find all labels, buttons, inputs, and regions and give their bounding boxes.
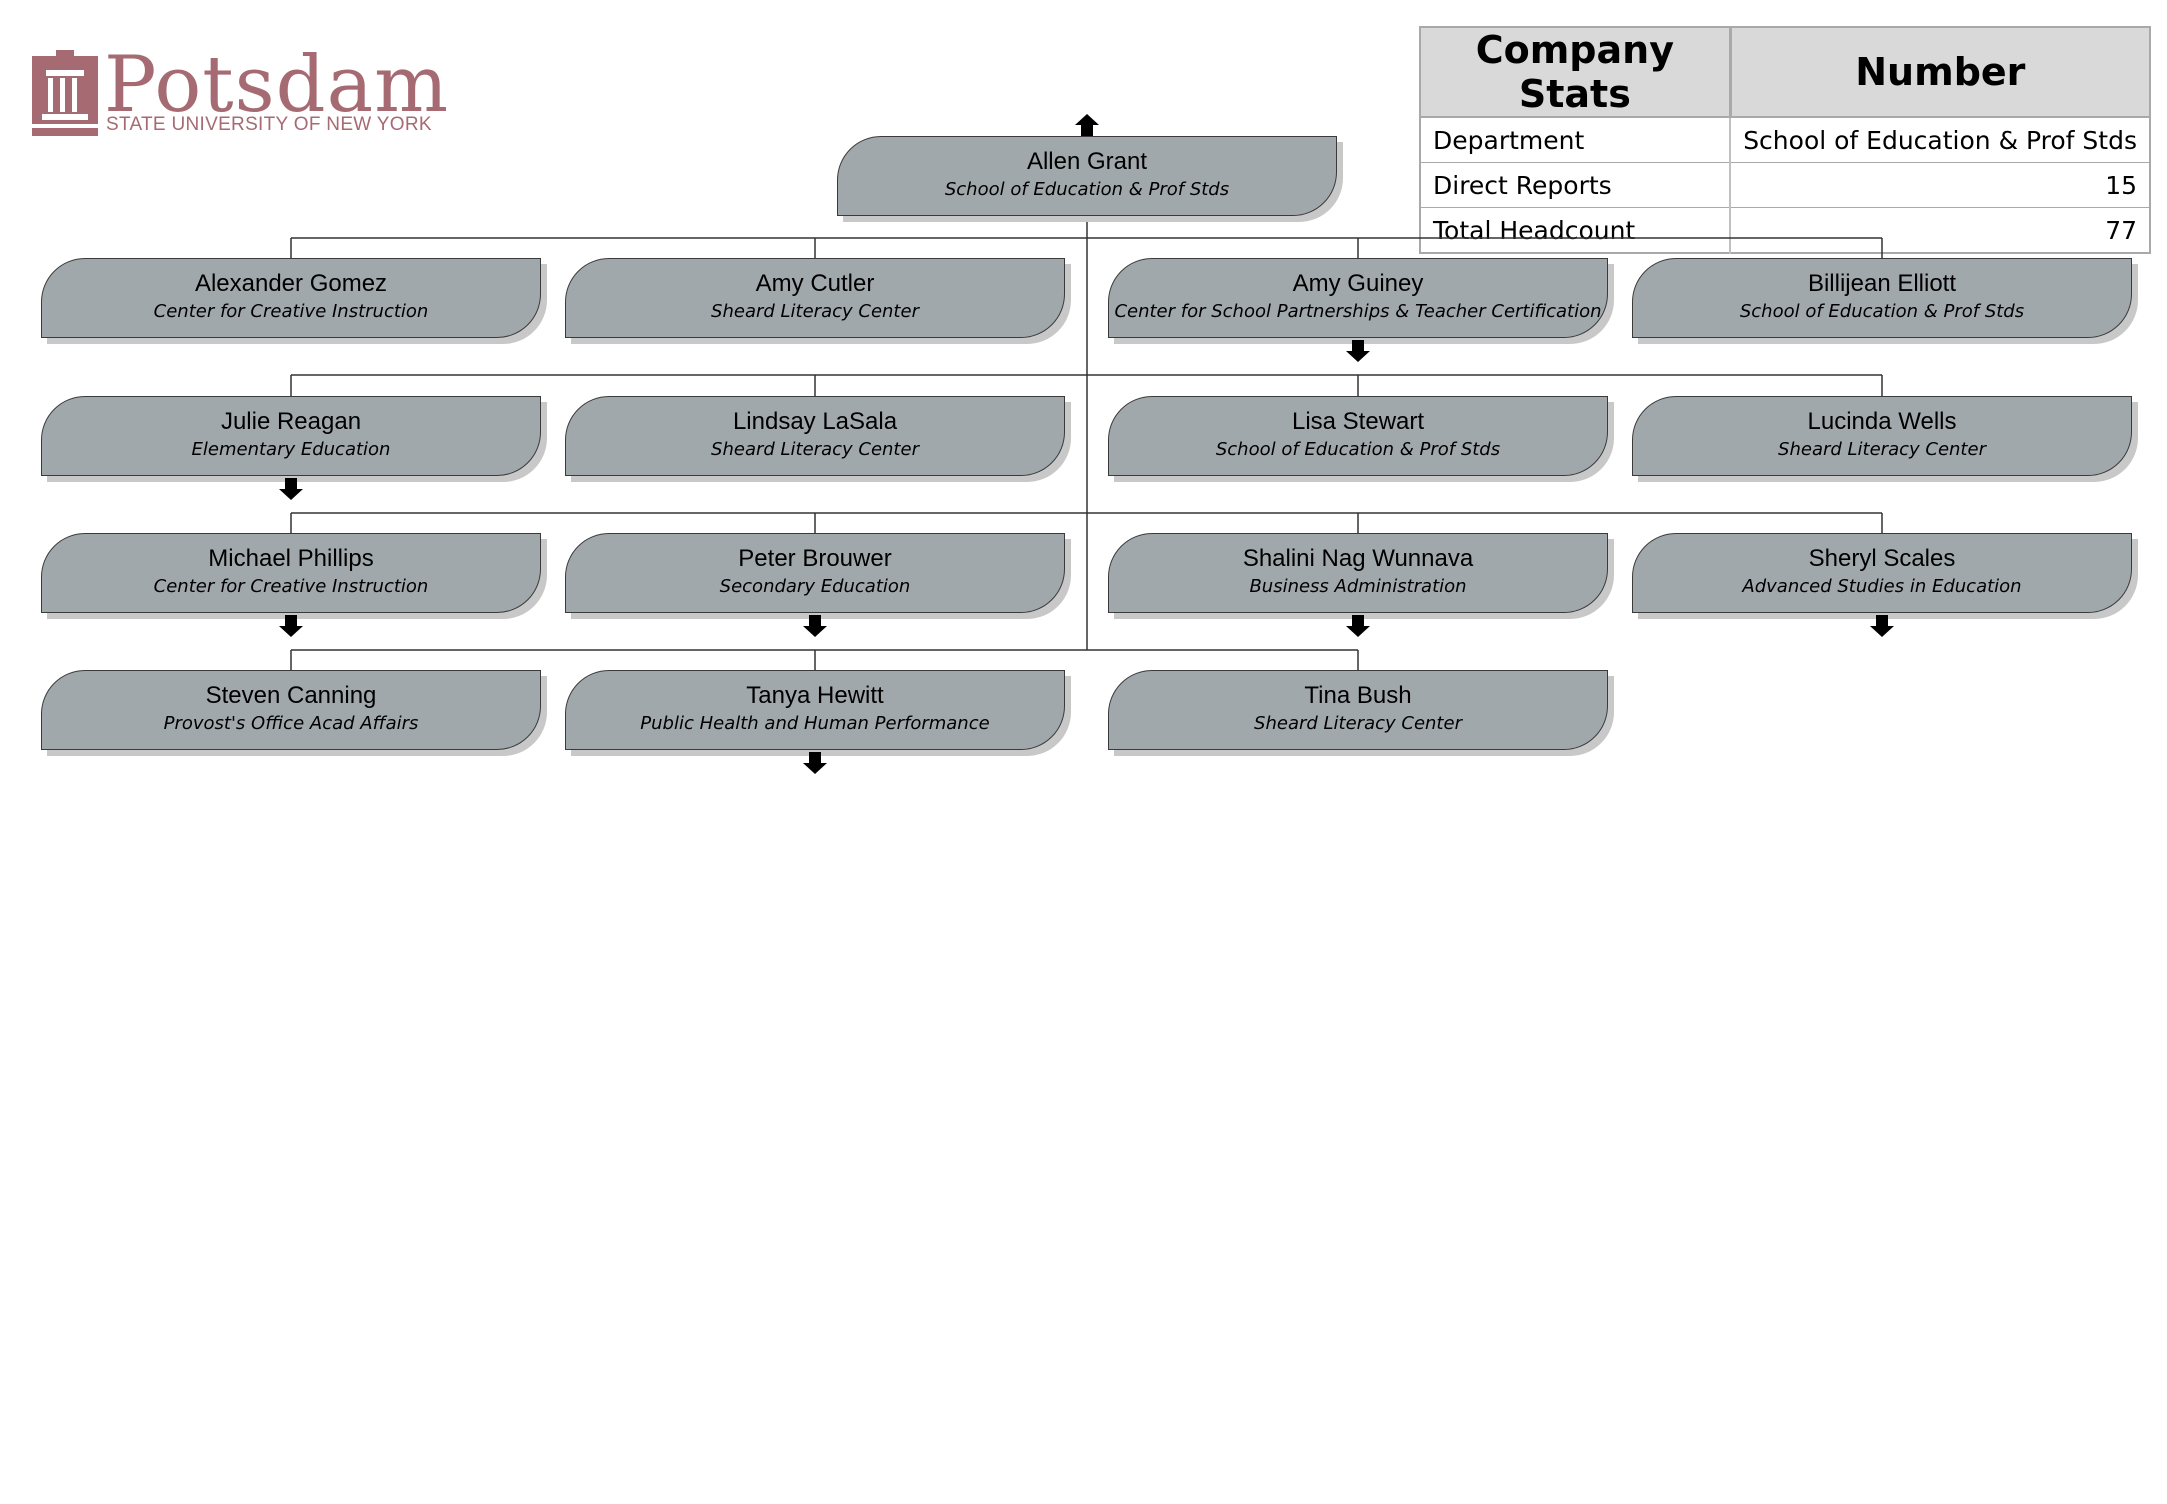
org-box-report[interactable]: Alexander Gomez Center for Creative Inst…: [41, 258, 541, 338]
stats-row: Department School of Education & Prof St…: [1420, 116, 2150, 163]
org-box-report[interactable]: Sheryl Scales Advanced Studies in Educat…: [1632, 533, 2132, 613]
org-box-report[interactable]: Lindsay LaSala Sheard Literacy Center: [565, 396, 1065, 476]
org-box-report[interactable]: Julie Reagan Elementary Education: [41, 396, 541, 476]
org-box-report[interactable]: Michael Phillips Center for Creative Ins…: [41, 533, 541, 613]
logo-subtitle: STATE UNIVERSITY OF NEW YORK: [106, 114, 432, 135]
org-box-report[interactable]: Tina Bush Sheard Literacy Center: [1108, 670, 1608, 750]
person-department: Sheard Literacy Center: [1254, 713, 1462, 734]
org-box-report[interactable]: Amy Cutler Sheard Literacy Center: [565, 258, 1065, 338]
person-department: School of Education & Prof Stds: [1739, 301, 2025, 322]
person-department: School of Education & Prof Stds: [944, 179, 1230, 200]
person-name: Tanya Hewitt: [746, 682, 884, 709]
org-box-report[interactable]: Steven Canning Provost's Office Acad Aff…: [41, 670, 541, 750]
org-box-report[interactable]: Shalini Nag Wunnava Business Administrat…: [1108, 533, 1608, 613]
org-box-report[interactable]: Lisa Stewart School of Education & Prof …: [1108, 396, 1608, 476]
stats-label-direct-reports: Direct Reports: [1420, 162, 1732, 208]
org-box-report[interactable]: Peter Brouwer Secondary Education: [565, 533, 1065, 613]
person-name: Peter Brouwer: [738, 545, 892, 572]
expand-down-arrow-icon[interactable]: [803, 752, 827, 774]
expand-down-arrow-icon[interactable]: [1870, 615, 1894, 637]
org-box-report[interactable]: Amy Guiney Center for School Partnership…: [1108, 258, 1608, 338]
stats-value-direct-reports: 15: [1730, 162, 2150, 208]
stats-value-total-headcount: 77: [1730, 207, 2150, 253]
logo-wordmark: Potsdam: [104, 40, 450, 130]
person-department: School of Education & Prof Stds: [1215, 439, 1501, 460]
stats-header-number: Number: [1730, 27, 2150, 118]
person-name: Alexander Gomez: [194, 270, 388, 297]
org-box-report[interactable]: Billijean Elliott School of Education & …: [1632, 258, 2132, 338]
person-department: Secondary Education: [719, 576, 911, 597]
person-department: Provost's Office Acad Affairs: [163, 713, 419, 734]
stats-label-total-headcount: Total Headcount: [1420, 207, 1732, 253]
stats-row: Direct Reports 15: [1420, 162, 2150, 208]
person-name: Lisa Stewart: [1291, 408, 1425, 435]
stats-label-department: Department: [1420, 116, 1732, 163]
person-name: Michael Phillips: [208, 545, 374, 572]
person-name: Amy Cutler: [755, 270, 875, 297]
org-box-report[interactable]: Tanya Hewitt Public Health and Human Per…: [565, 670, 1065, 750]
person-name: Shalini Nag Wunnava: [1242, 545, 1474, 572]
person-department: Elementary Education: [191, 439, 391, 460]
person-name: Sheryl Scales: [1808, 545, 1956, 572]
stats-header-company-stats: Company Stats: [1420, 27, 1732, 118]
company-stats-table: Company Stats Number Department School o…: [1419, 26, 2151, 254]
stats-value-department: School of Education & Prof Stds: [1730, 116, 2150, 163]
person-name: Amy Guiney: [1292, 270, 1424, 297]
person-department: Sheard Literacy Center: [711, 439, 919, 460]
org-box-report[interactable]: Lucinda Wells Sheard Literacy Center: [1632, 396, 2132, 476]
person-department: Center for Creative Instruction: [153, 576, 429, 597]
person-name: Lucinda Wells: [1807, 408, 1957, 435]
expand-down-arrow-icon[interactable]: [1346, 615, 1370, 637]
person-name: Tina Bush: [1304, 682, 1412, 709]
person-department: Advanced Studies in Education: [1742, 576, 2022, 597]
person-name: Steven Canning: [205, 682, 377, 709]
stats-row: Total Headcount 77: [1420, 207, 2150, 253]
person-department: Business Administration: [1249, 576, 1467, 597]
person-department: Sheard Literacy Center: [1778, 439, 1986, 460]
expand-down-arrow-icon[interactable]: [279, 478, 303, 500]
person-name: Lindsay LaSala: [732, 408, 898, 435]
stats-header-row: Company Stats Number: [1420, 27, 2150, 118]
navigate-up-arrow-icon[interactable]: [1075, 114, 1099, 136]
person-department: Center for Creative Instruction: [153, 301, 429, 322]
org-box-root[interactable]: Allen Grant School of Education & Prof S…: [837, 136, 1337, 216]
expand-down-arrow-icon[interactable]: [279, 615, 303, 637]
potsdam-building-logo-icon: [32, 50, 98, 136]
potsdam-logo: Potsdam STATE UNIVERSITY OF NEW YORK: [32, 40, 448, 144]
person-department: Public Health and Human Performance: [640, 713, 990, 734]
person-name: Billijean Elliott: [1807, 270, 1957, 297]
person-department: Sheard Literacy Center: [711, 301, 919, 322]
person-department: Center for School Partnerships & Teacher…: [1114, 301, 1602, 322]
expand-down-arrow-icon[interactable]: [803, 615, 827, 637]
person-name: Julie Reagan: [220, 408, 362, 435]
person-name: Allen Grant: [1026, 148, 1148, 175]
expand-down-arrow-icon[interactable]: [1346, 340, 1370, 362]
